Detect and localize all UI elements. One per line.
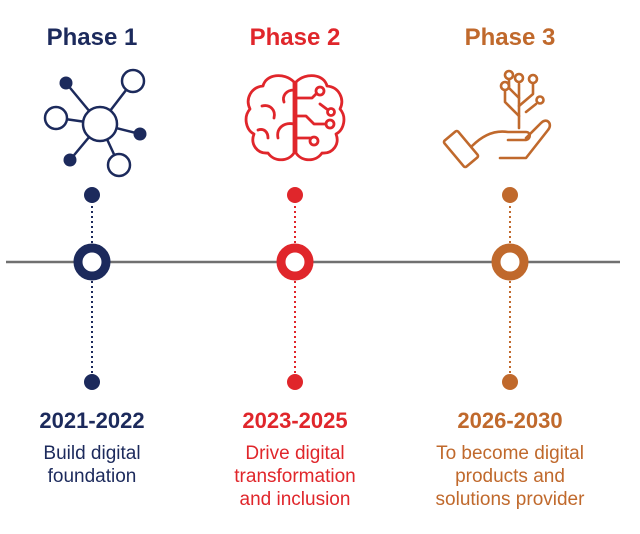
phase-2-bottom-dot — [287, 374, 303, 390]
phase-3-description-line: solutions provider — [435, 489, 585, 510]
phase-1-axis-ring — [73, 243, 111, 281]
phase-3-markers — [491, 187, 529, 390]
phase-3-description-line: To become digital — [436, 443, 584, 464]
phase-1-description-line: foundation — [47, 466, 137, 487]
phase-1-years: 2021-2022 — [39, 408, 145, 433]
phase-3-axis-ring — [491, 243, 529, 281]
phase-3-bottom-dot — [502, 374, 518, 390]
phase-3-years: 2026-2030 — [457, 408, 563, 433]
phase-1-bottom-dot — [84, 374, 100, 390]
phase-1-description: Build digital foundation — [0, 442, 192, 488]
phase-3-description-line: products and — [455, 466, 565, 487]
phase-3-description: To become digital products and solutions… — [410, 442, 610, 511]
phase-2-top-dot — [287, 187, 303, 203]
phase-2-description-line: Drive digital — [245, 443, 345, 464]
phase-2-description-line: transformation — [234, 466, 356, 487]
phase-2-axis-ring — [276, 243, 314, 281]
phase-2-description-line: and inclusion — [239, 489, 351, 510]
phase-2-years: 2023-2025 — [242, 408, 348, 433]
phase-1-description-line: Build digital — [43, 443, 141, 464]
phase-1-title: Phase 1 — [46, 24, 138, 51]
phase-2-markers — [276, 187, 314, 390]
phase-1-markers — [73, 187, 111, 390]
network-nodes-icon — [43, 68, 147, 178]
phase-3-title: Phase 3 — [464, 24, 556, 51]
phase-2-description: Drive digital transformation and inclusi… — [195, 442, 395, 511]
brain-circuit-icon — [244, 74, 346, 162]
phase-1-top-dot — [84, 187, 100, 203]
hand-plant-circuit-icon — [442, 69, 552, 169]
phase-2-title: Phase 2 — [249, 24, 341, 51]
phase-3-top-dot — [502, 187, 518, 203]
